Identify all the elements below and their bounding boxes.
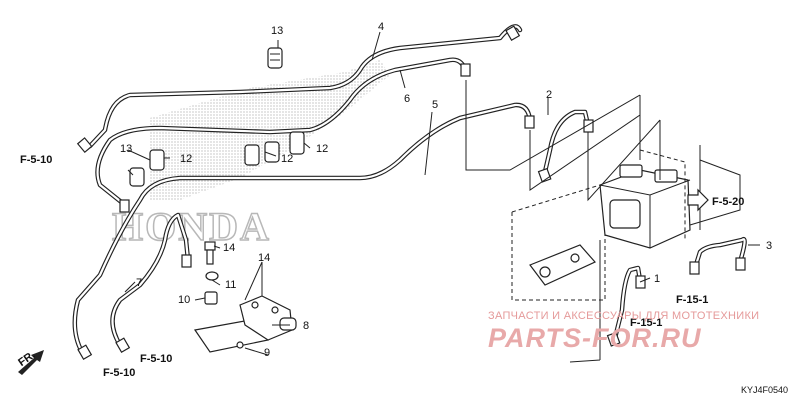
ref-f510-top: F-5-10: [20, 154, 52, 166]
callout-8: 8: [303, 320, 309, 332]
brake-pipe-3: [692, 237, 747, 271]
callout-13-left: 13: [120, 143, 132, 155]
abs-stay: [529, 244, 596, 286]
leader-lines: [124, 31, 760, 363]
callout-3: 3: [766, 240, 772, 252]
callout-5: 5: [432, 99, 438, 111]
f520-arrow: [687, 188, 709, 212]
callout-9: 9: [264, 347, 270, 359]
abs-modulator: [599, 164, 691, 249]
callout-7: 7: [136, 277, 142, 289]
callout-14-b: 14: [258, 252, 270, 264]
front-direction-arrow: [18, 350, 44, 375]
callout-14-a: 14: [223, 242, 235, 254]
brake-pipe-2: [541, 109, 591, 179]
diagram-code: KYJ4F0540: [741, 385, 788, 395]
callout-12-b: 12: [281, 153, 293, 165]
direction-label: FR.: [16, 349, 37, 369]
honda-logo: HONDA: [112, 204, 271, 249]
clamps: [129, 47, 305, 187]
callout-2: 2: [546, 89, 552, 101]
bolt-and-collar: [204, 241, 219, 305]
ref-f510-bottom-left: F-5-10: [103, 367, 135, 379]
fittings: [76, 25, 746, 361]
callout-1: 1: [654, 273, 660, 285]
ref-f151-mid: F-15-1: [630, 317, 662, 329]
callout-13-top: 13: [271, 25, 283, 37]
brake-pipe-5: [72, 102, 533, 355]
callout-12-c: 12: [316, 143, 328, 155]
callout-12-a: 12: [180, 153, 192, 165]
bracket-assembly: [193, 295, 297, 353]
ref-f510-bottom-right: F-5-10: [140, 353, 172, 365]
callout-10: 10: [178, 294, 190, 306]
brake-pipe-4: [87, 24, 523, 149]
brake-pipe-1: [612, 265, 643, 341]
brake-pipe-6: [95, 57, 469, 208]
watermark-site: PARTS-FOR.RU: [488, 323, 702, 353]
brake-pipe-7: [110, 212, 191, 348]
callout-11: 11: [225, 279, 236, 291]
callout-6: 6: [404, 93, 410, 105]
ref-f151-right: F-15-1: [676, 294, 708, 306]
dashed-group-box: [511, 149, 686, 301]
ref-f520: F-5-20: [712, 196, 744, 208]
watermark-tagline: ЗАПЧАСТИ И АКСЕССУАРЫ ДЛЯ МОТОТЕХНИКИ: [488, 310, 759, 322]
callout-4: 4: [378, 21, 384, 33]
